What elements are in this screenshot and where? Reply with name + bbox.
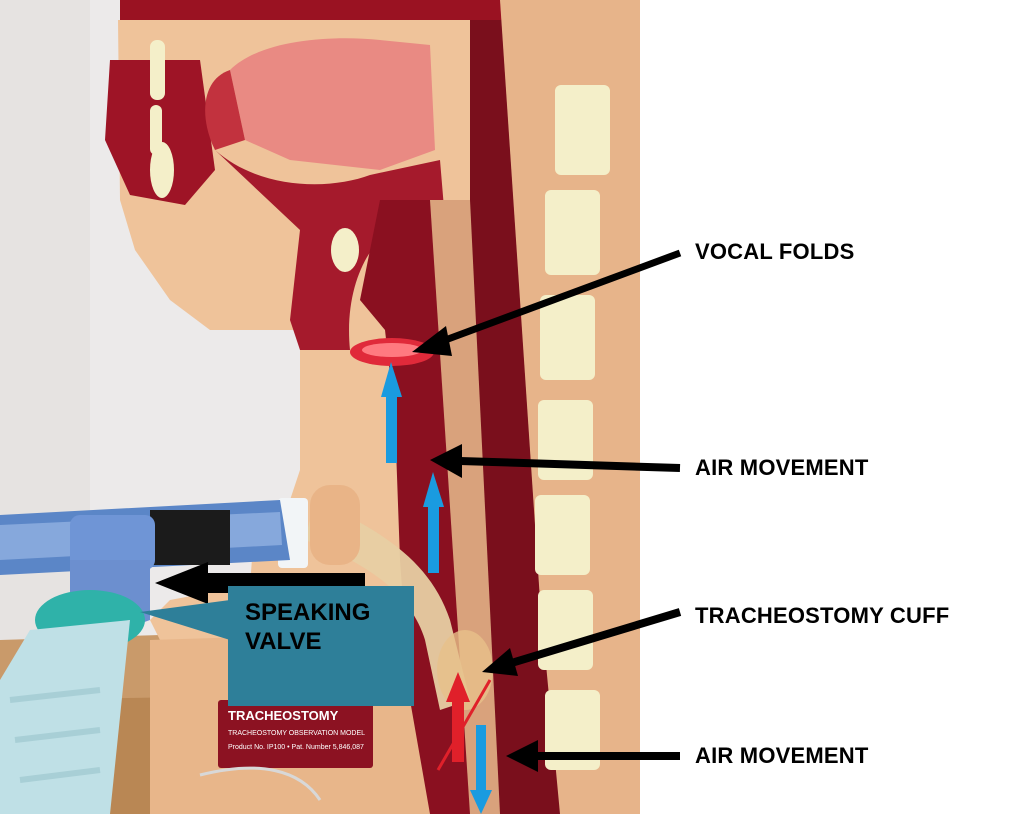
air-movement-upper-label: AIR MOVEMENT xyxy=(695,455,869,481)
speaking-valve-label-line1: SPEAKING xyxy=(245,598,414,627)
vocal-folds-label: VOCAL FOLDS xyxy=(695,239,854,265)
model-plate-subtitle: TRACHEOSTOMY OBSERVATION MODEL xyxy=(228,730,365,737)
air-movement-lower-label: AIR MOVEMENT xyxy=(695,743,869,769)
tracheostomy-cuff-label: TRACHEOSTOMY CUFF xyxy=(695,603,949,629)
model-plate-product-number: Product No. IP100 • Pat. Number 5,846,08… xyxy=(228,744,364,751)
model-plate-title: TRACHEOSTOMY xyxy=(228,708,339,723)
speaking-valve-label-line2: VALVE xyxy=(245,627,414,656)
speaking-valve-callout: SPEAKING VALVE xyxy=(228,586,414,706)
